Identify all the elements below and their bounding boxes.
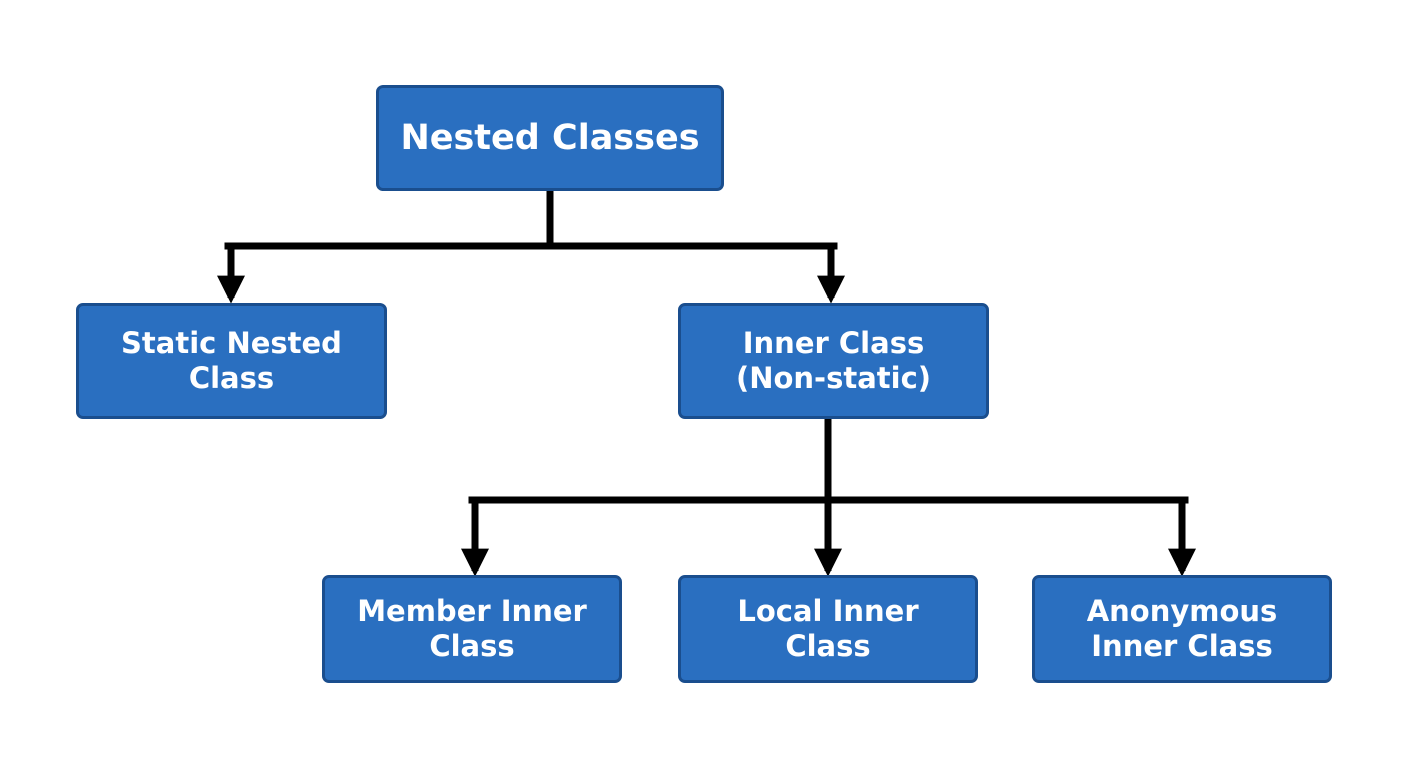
node-member-inner-class: Member Inner Class xyxy=(322,575,622,683)
node-anonymous-inner-class: Anonymous Inner Class xyxy=(1032,575,1332,683)
node-local-inner-class: Local Inner Class xyxy=(678,575,978,683)
node-static-nested-class: Static Nested Class xyxy=(76,303,387,419)
node-inner-class: Inner Class (Non-static) xyxy=(678,303,989,419)
node-nested-classes-label: Nested Classes xyxy=(400,117,700,158)
node-member-inner-class-label: Member Inner Class xyxy=(357,593,587,663)
node-anonymous-inner-class-label: Anonymous Inner Class xyxy=(1086,593,1278,663)
node-nested-classes: Nested Classes xyxy=(376,85,724,191)
node-static-nested-class-label: Static Nested Class xyxy=(121,325,342,395)
node-local-inner-class-label: Local Inner Class xyxy=(737,593,919,663)
node-inner-class-label: Inner Class (Non-static) xyxy=(735,325,932,395)
